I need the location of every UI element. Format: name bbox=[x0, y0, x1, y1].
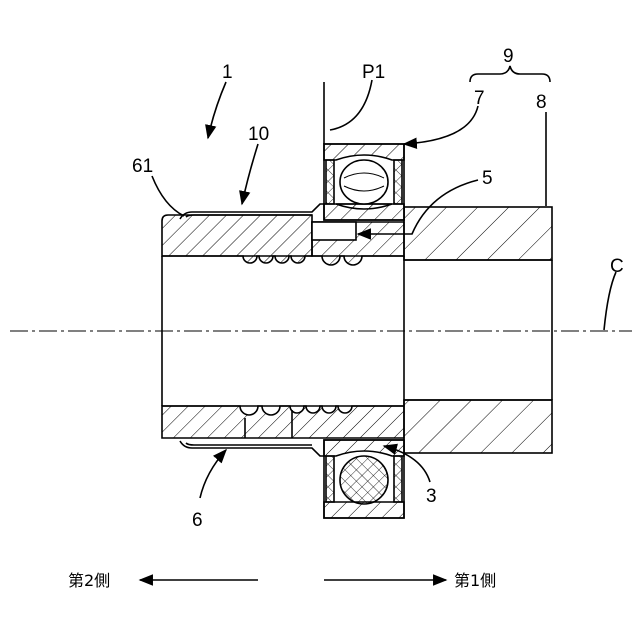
label-7: 7 bbox=[474, 88, 485, 109]
label-61: 61 bbox=[132, 156, 153, 177]
label-3: 3 bbox=[426, 486, 437, 507]
shaft-8 bbox=[404, 207, 552, 453]
second-side-label: 第2側 bbox=[68, 571, 110, 590]
bearing-upper-7 bbox=[324, 144, 404, 220]
label-10: 10 bbox=[248, 124, 269, 145]
bushing-lower bbox=[162, 406, 404, 438]
label-c: C bbox=[610, 256, 624, 277]
direction-second-side: 第2側 bbox=[68, 571, 258, 590]
bearing-lower-3 bbox=[324, 440, 404, 518]
bushing-upper-10 bbox=[162, 215, 404, 265]
label-5: 5 bbox=[482, 168, 493, 189]
label-1: 1 bbox=[222, 62, 233, 83]
label-9: 9 bbox=[503, 46, 514, 67]
label-8: 8 bbox=[536, 92, 547, 113]
direction-first-side: 第1側 bbox=[324, 571, 496, 590]
first-side-label: 第1側 bbox=[454, 571, 496, 590]
label-p1: P1 bbox=[362, 62, 385, 83]
label-6: 6 bbox=[192, 510, 203, 531]
